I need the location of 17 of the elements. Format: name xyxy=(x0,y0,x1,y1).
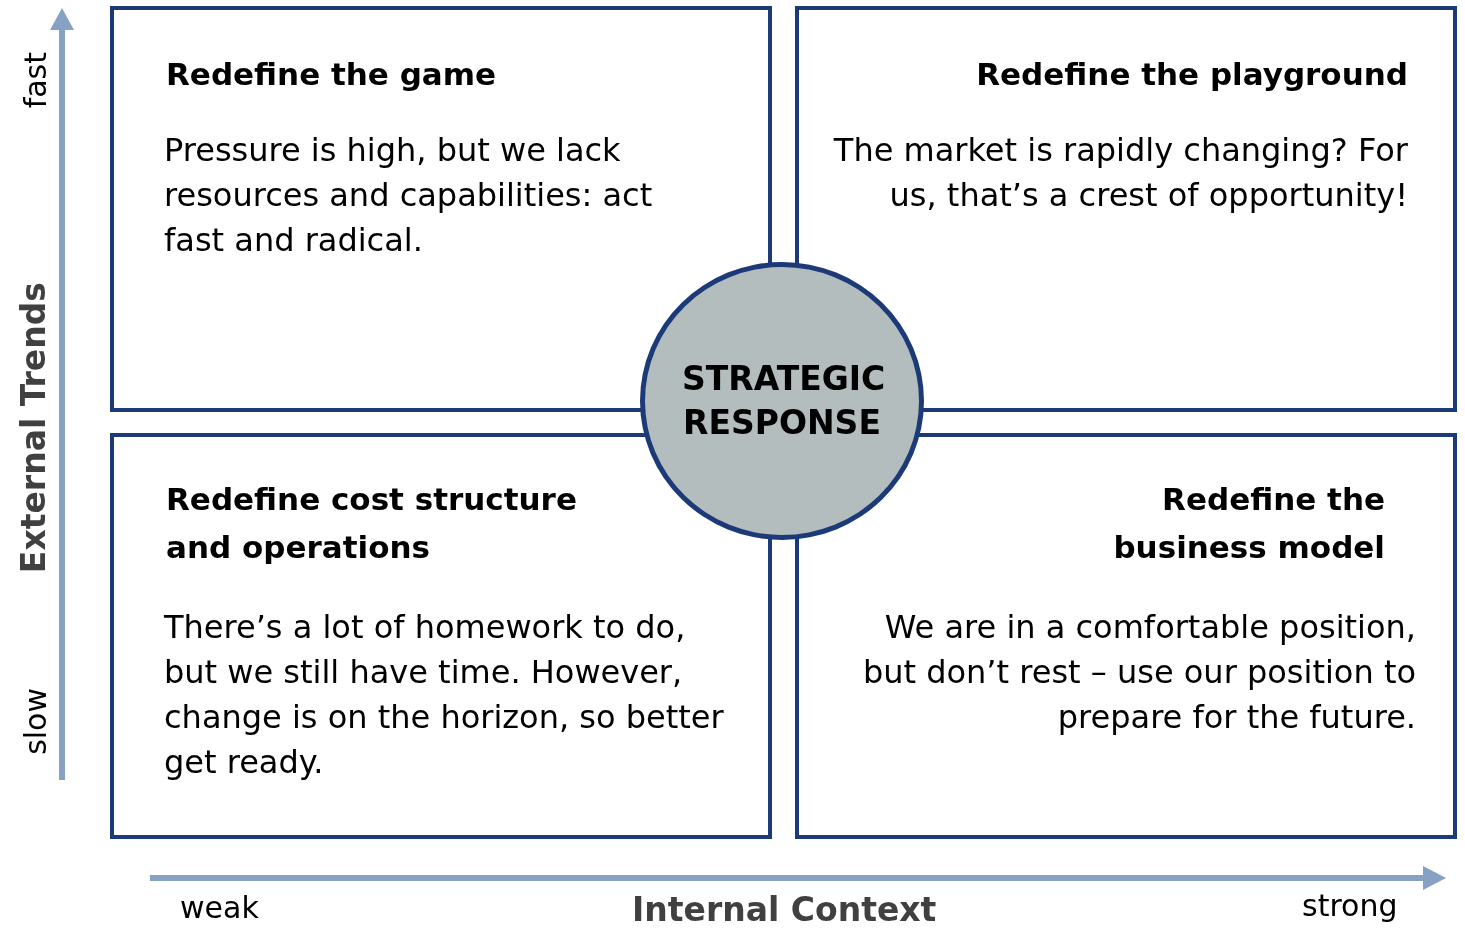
quadrant-box xyxy=(110,433,772,839)
quadrant-description: The market is rapidly changing? For us, that’s a crest of opportunity! xyxy=(832,130,1408,216)
quadrant-heading: Redefine the business model xyxy=(1112,480,1385,567)
quadrant-description: We are in a comfortable position, but don’t rest – use our position to prepare for the future. xyxy=(861,607,1416,738)
quadrant-description: Pressure is high, but we lack resources and capabilities: act fast and radical. xyxy=(164,130,654,261)
quadrant-heading: Redefine the playground xyxy=(975,55,1408,94)
axis-title: Internal Context xyxy=(632,890,937,929)
axis-end-label: strong xyxy=(1302,888,1398,923)
axis-end-label: weak xyxy=(180,890,259,925)
quadrant-heading: Redefine the game xyxy=(166,55,498,94)
axis-title: External Trends xyxy=(14,282,53,574)
quadrant-description: There’s a lot of homework to do, but we still have time. However, change is on the horizon, so better get ready. xyxy=(164,607,725,783)
quadrant-box xyxy=(795,433,1457,839)
circle-label: STRATEGIC RESPONSE xyxy=(682,358,882,444)
axis-end-label: slow xyxy=(18,688,53,755)
axis-end-label: fast xyxy=(18,52,53,109)
quadrant-heading: Redefine cost structure and operations xyxy=(166,480,578,567)
